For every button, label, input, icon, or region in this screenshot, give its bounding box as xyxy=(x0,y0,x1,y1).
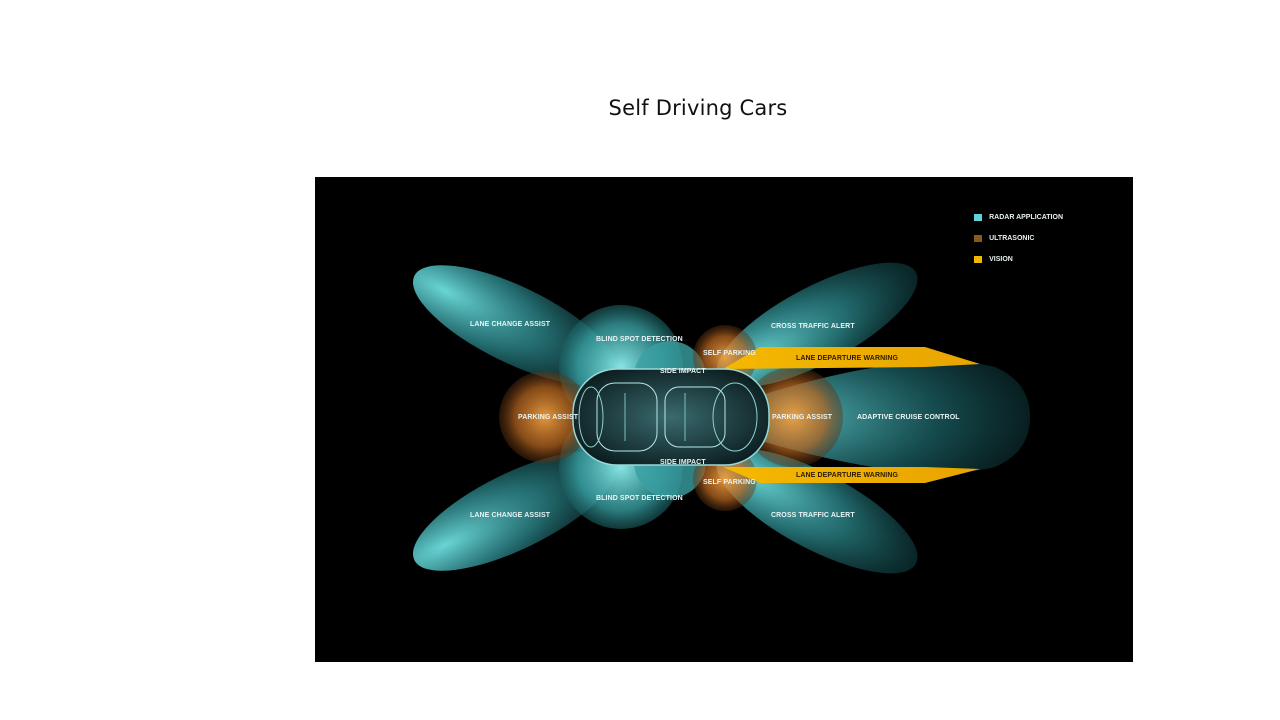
parking-assist-front-zone xyxy=(743,367,843,467)
label-blind-spot-top: BLIND SPOT DETECTION xyxy=(596,336,683,343)
legend-item-vision: VISION xyxy=(974,249,1063,270)
legend-swatch-vision xyxy=(974,256,983,263)
label-blind-spot-bottom: BLIND SPOT DETECTION xyxy=(596,495,683,502)
legend-item-ultrasonic: ULTRASONIC xyxy=(974,228,1063,249)
legend-item-radar: RADAR APPLICATION xyxy=(974,207,1063,228)
lane-departure-beam-bottom xyxy=(723,467,980,483)
car-illustration xyxy=(572,368,770,466)
sensor-diagram-svg: LANE CHANGE ASSIST LANE CHANGE ASSIST BL… xyxy=(412,262,1030,574)
label-parking-assist-front: PARKING ASSIST xyxy=(772,414,833,421)
label-self-parking-top: SELF PARKING xyxy=(703,350,756,357)
label-cross-traffic-bottom: CROSS TRAFFIC ALERT xyxy=(771,512,855,519)
label-parking-assist-rear: PARKING ASSIST xyxy=(518,414,579,421)
lane-departure-beam-top xyxy=(723,347,980,369)
legend: RADAR APPLICATION ULTRASONIC VISION xyxy=(974,207,1063,270)
label-lane-change-top: LANE CHANGE ASSIST xyxy=(470,321,551,328)
legend-swatch-ultrasonic xyxy=(974,235,983,242)
label-side-impact-top: SIDE IMPACT xyxy=(660,368,706,375)
label-self-parking-bottom: SELF PARKING xyxy=(703,479,756,486)
legend-label-radar: RADAR APPLICATION xyxy=(989,214,1063,221)
label-cross-traffic-top: CROSS TRAFFIC ALERT xyxy=(771,323,855,330)
legend-label-vision: VISION xyxy=(989,256,1013,263)
label-side-impact-bottom: SIDE IMPACT xyxy=(660,459,706,466)
slide-title: Self Driving Cars xyxy=(608,96,788,120)
legend-swatch-radar xyxy=(974,214,983,221)
label-lane-change-bottom: LANE CHANGE ASSIST xyxy=(470,512,551,519)
legend-label-ultrasonic: ULTRASONIC xyxy=(989,235,1035,242)
label-adaptive-cruise: ADAPTIVE CRUISE CONTROL xyxy=(857,414,960,421)
label-lane-departure-top: LANE DEPARTURE WARNING xyxy=(796,355,898,362)
sensor-coverage-diagram: LANE CHANGE ASSIST LANE CHANGE ASSIST BL… xyxy=(315,177,1133,662)
label-lane-departure-bottom: LANE DEPARTURE WARNING xyxy=(796,472,898,479)
parking-assist-rear-zone xyxy=(499,371,591,463)
